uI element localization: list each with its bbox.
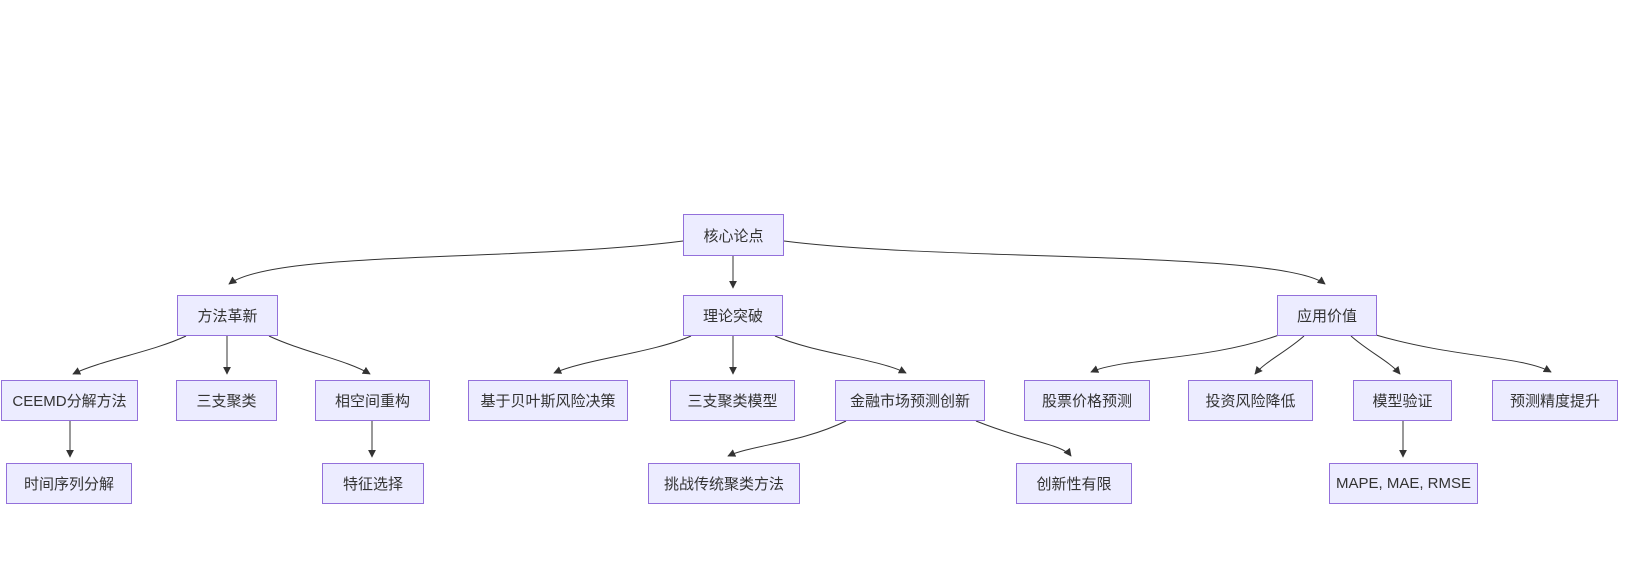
edge-theory-to-bayes bbox=[553, 335, 692, 374]
node-challenge-traditional-clustering: 挑战传统聚类方法 bbox=[648, 463, 800, 504]
node-application-value: 应用价值 bbox=[1277, 295, 1377, 336]
edge-theory-to-finance bbox=[774, 335, 907, 374]
node-ceemd-decomposition: CEEMD分解方法 bbox=[1, 380, 138, 421]
edge-application-to-accuracy bbox=[1375, 334, 1552, 373]
edge-core-to-method bbox=[228, 240, 684, 285]
edge-method-to-ceemd bbox=[72, 335, 187, 375]
node-feature-selection: 特征选择 bbox=[322, 463, 424, 504]
node-financial-market-prediction-innovation: 金融市场预测创新 bbox=[835, 380, 985, 421]
node-three-way-clustering-model: 三支聚类模型 bbox=[670, 380, 795, 421]
node-evaluation-metrics: MAPE, MAE, RMSE bbox=[1329, 463, 1478, 504]
edge-application-to-risk bbox=[1254, 335, 1305, 375]
node-core-thesis: 核心论点 bbox=[683, 214, 784, 256]
node-phase-space-reconstruction: 相空间重构 bbox=[315, 380, 430, 421]
node-theory-breakthrough: 理论突破 bbox=[683, 295, 783, 336]
edge-application-to-stock bbox=[1090, 334, 1280, 373]
edge-method-to-phasespace bbox=[268, 335, 371, 375]
node-time-series-decomposition: 时间序列分解 bbox=[6, 463, 132, 504]
edge-finance-to-novelty bbox=[975, 420, 1072, 457]
node-prediction-accuracy-improvement: 预测精度提升 bbox=[1492, 380, 1618, 421]
node-bayesian-risk-decision: 基于贝叶斯风险决策 bbox=[468, 380, 628, 421]
node-limited-novelty: 创新性有限 bbox=[1016, 463, 1132, 504]
node-model-validation: 模型验证 bbox=[1353, 380, 1452, 421]
node-three-way-clustering: 三支聚类 bbox=[176, 380, 277, 421]
edge-core-to-application bbox=[783, 240, 1326, 285]
node-method-innovation: 方法革新 bbox=[177, 295, 278, 336]
edge-application-to-validation bbox=[1350, 335, 1401, 375]
node-investment-risk-reduction: 投资风险降低 bbox=[1188, 380, 1313, 421]
node-stock-price-prediction: 股票价格预测 bbox=[1024, 380, 1150, 421]
edge-finance-to-challenge bbox=[727, 420, 847, 457]
